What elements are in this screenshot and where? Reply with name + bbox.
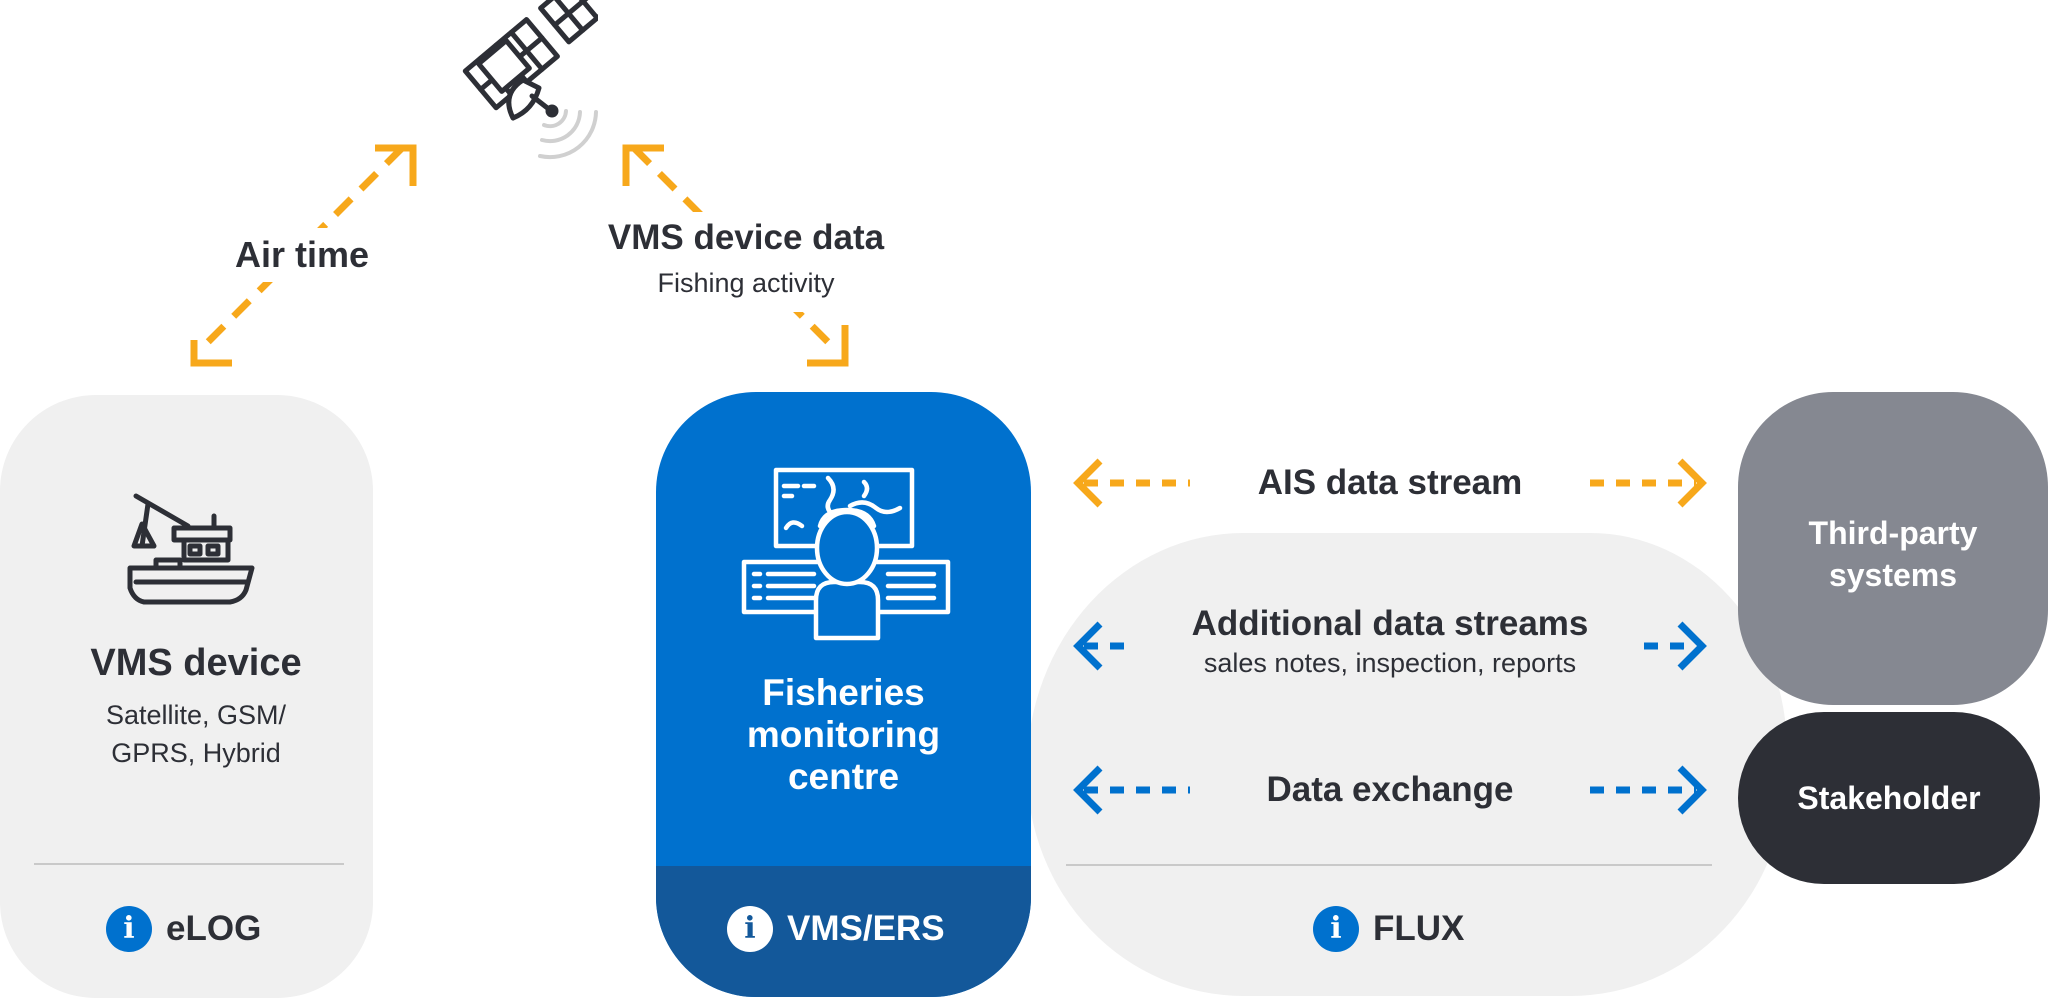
elog-panel bbox=[0, 395, 373, 998]
flux-footer: i FLUX bbox=[1313, 906, 1464, 952]
elog-panel-sub-line2: GPRS, Hybrid bbox=[111, 738, 281, 768]
flux-divider bbox=[1066, 864, 1712, 866]
ais-data-stream-label: AIS data stream bbox=[1257, 463, 1523, 502]
info-icon: i bbox=[727, 906, 773, 952]
elog-panel-sub-line1: Satellite, GSM/ bbox=[105, 700, 287, 730]
flux-panel bbox=[1027, 533, 1787, 996]
fmc-text-block: Fisheries monitoring centre bbox=[656, 672, 1031, 798]
elog-footer-label: eLOG bbox=[166, 909, 262, 948]
fmc-title-line1: Fisheries bbox=[762, 672, 925, 713]
vms-device-data-label-box: VMS device data Fishing activity bbox=[588, 212, 904, 312]
ais-label-box: AIS data stream bbox=[1200, 460, 1580, 506]
data-exchange-label: Data exchange bbox=[1266, 770, 1514, 809]
third-party-systems-panel bbox=[1738, 392, 2048, 705]
additional-data-streams-title: Additional data streams bbox=[1191, 604, 1589, 643]
fmc-title-line2: monitoring bbox=[746, 714, 941, 755]
fisheries-monitoring-centre-panel bbox=[656, 392, 1031, 997]
satellite-icon bbox=[462, 0, 598, 160]
elog-divider bbox=[34, 863, 344, 865]
info-icon: i bbox=[106, 906, 152, 952]
vms-device-data-sub: Fishing activity bbox=[657, 268, 835, 298]
vms-device-data-title: VMS device data bbox=[607, 218, 885, 257]
additional-arrow-left bbox=[1073, 621, 1136, 671]
air-time-label-box: Air time bbox=[228, 228, 376, 282]
additional-data-streams-sub: sales notes, inspection, reports bbox=[1203, 648, 1577, 678]
flux-footer-label: FLUX bbox=[1373, 909, 1465, 948]
elog-footer: i eLOG bbox=[106, 906, 261, 952]
stakeholder-label: Stakeholder bbox=[1797, 780, 1981, 816]
stakeholder-panel bbox=[1738, 712, 2040, 884]
fmc-footer-band bbox=[656, 866, 1031, 997]
exchange-arrow-right bbox=[1590, 765, 1707, 815]
third-party-systems-label: Third-party systems bbox=[1738, 512, 2048, 596]
exchange-arrow-left bbox=[1073, 765, 1190, 815]
ais-arrow-right bbox=[1590, 458, 1707, 508]
monitoring-operator-icon bbox=[741, 467, 951, 641]
third-party-line2: systems bbox=[1828, 557, 1958, 593]
vms-ers-footer: i VMS/ERS bbox=[727, 906, 945, 952]
elog-panel-title: VMS device bbox=[90, 642, 302, 684]
air-time-arrow bbox=[190, 144, 417, 367]
fmc-title-line3: centre bbox=[787, 756, 900, 797]
vms-ers-footer-label: VMS/ERS bbox=[787, 909, 945, 948]
additional-arrow-right bbox=[1644, 621, 1707, 671]
air-time-label: Air time bbox=[234, 234, 370, 275]
additional-data-streams-block: Additional data streams sales notes, ins… bbox=[1140, 600, 1640, 679]
vms-device-data-arrow bbox=[622, 144, 849, 367]
fishing-vessel-icon bbox=[127, 493, 255, 605]
elog-text-block: VMS device Satellite, GSM/ GPRS, Hybrid bbox=[0, 630, 392, 772]
data-exchange-block: Data exchange bbox=[1200, 766, 1580, 814]
third-party-line1: Third-party bbox=[1808, 515, 1978, 551]
ais-arrow-left bbox=[1073, 458, 1190, 508]
info-icon: i bbox=[1313, 906, 1359, 952]
